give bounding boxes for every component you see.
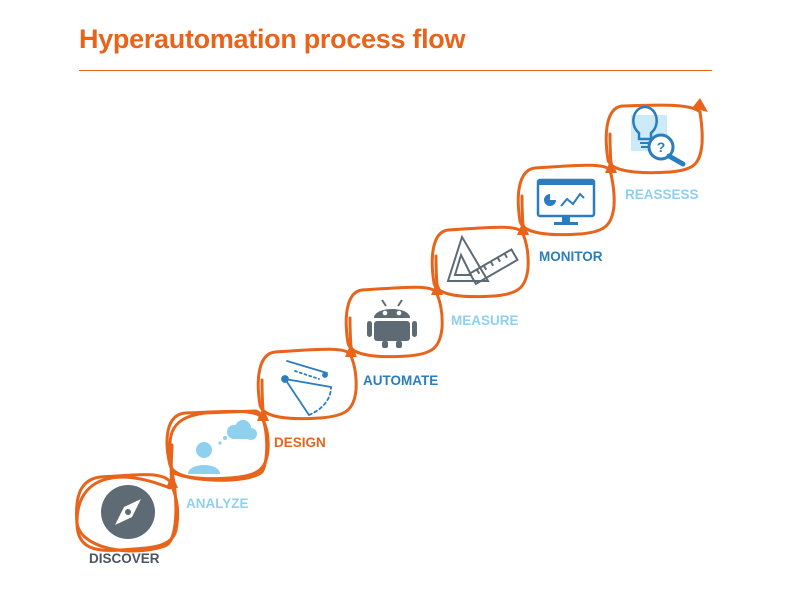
- loop-analyze: [165, 409, 270, 481]
- drafting-compass-icon: [281, 360, 332, 416]
- stage-label-analyze: ANALYZE: [186, 496, 249, 511]
- compass-icon: [101, 485, 155, 539]
- loop-automate: [344, 285, 444, 359]
- arrowhead-2: [257, 407, 269, 421]
- triangle-ruler-icon: [446, 234, 519, 286]
- arrowhead-6: [605, 159, 617, 173]
- loop-reassess: [604, 103, 704, 175]
- title-divider: [79, 70, 712, 71]
- stage-label-design: DESIGN: [274, 435, 326, 450]
- person-thought-cloud-icon: [188, 420, 257, 474]
- loop-discover: [75, 473, 180, 552]
- loop-design: [256, 347, 358, 421]
- loop-monitor: [516, 163, 616, 237]
- flow-arrowheads: [166, 98, 708, 488]
- stage-label-monitor: MONITOR: [539, 249, 603, 264]
- arrowhead-3: [345, 343, 357, 357]
- stage-labels: DISCOVER ANALYZE DESIGN AUTOMATE MEASURE…: [89, 187, 699, 566]
- stage-label-reassess: REASSESS: [625, 187, 699, 202]
- arrowhead-1: [166, 474, 178, 488]
- stage-label-automate: AUTOMATE: [363, 373, 438, 388]
- monitor-chart-icon: [536, 178, 596, 225]
- arrowhead-7: [692, 98, 708, 112]
- lightbulb-magnifier-icon: ?: [631, 105, 686, 167]
- robot-icon: [367, 299, 417, 348]
- stage-label-measure: MEASURE: [451, 313, 519, 328]
- arrowhead-5: [517, 221, 529, 235]
- stage-label-discover: DISCOVER: [89, 551, 160, 566]
- question-mark: ?: [657, 139, 666, 155]
- loop-measure: [430, 225, 530, 299]
- page-title: Hyperautomation process flow: [79, 24, 466, 54]
- flow-loops: [75, 103, 704, 552]
- arrowhead-4: [431, 281, 443, 295]
